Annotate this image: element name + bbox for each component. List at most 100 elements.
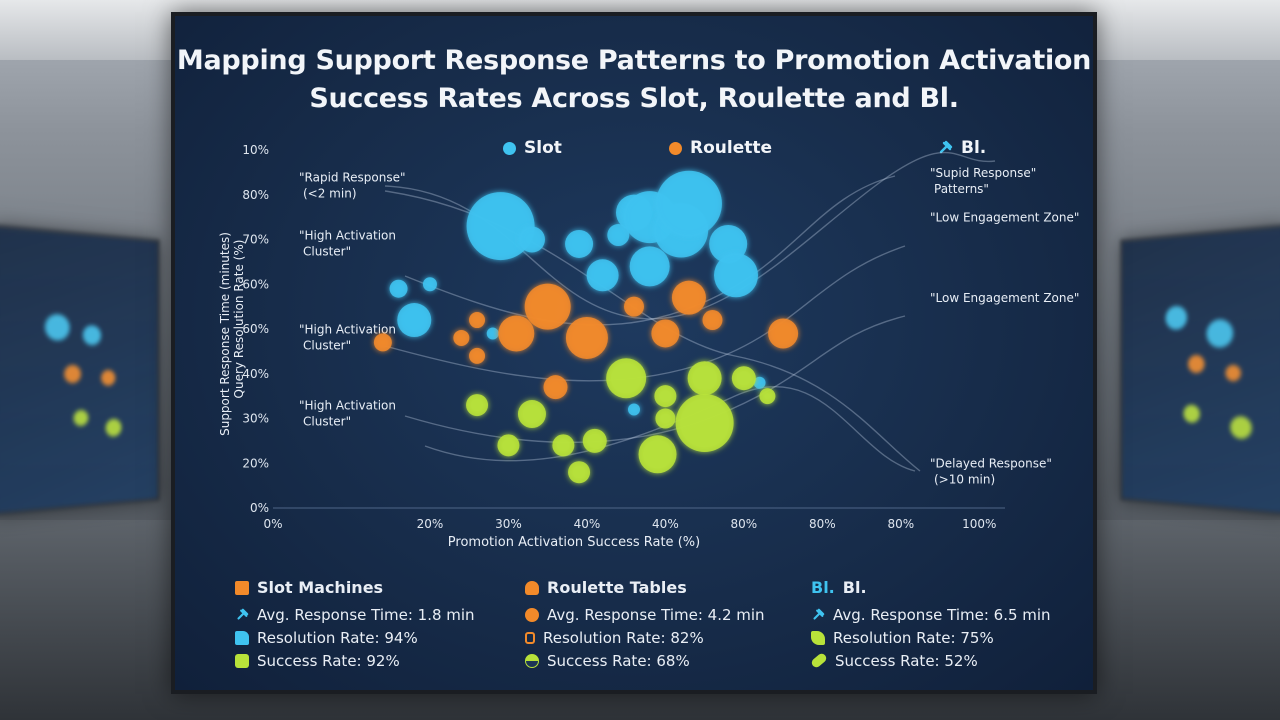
stats-text: Avg. Response Time: 4.2 min xyxy=(547,605,765,624)
data-point-roulette xyxy=(498,315,535,352)
stats-text: Avg. Response Time: 1.8 min xyxy=(257,605,475,624)
data-point-bl xyxy=(582,428,607,453)
dot-icon xyxy=(525,607,539,622)
stats-text: Resolution Rate: 75% xyxy=(833,628,994,647)
stats-bl: Bl. Bl. Avg. Response Time: 6.5 min Reso… xyxy=(809,578,1051,672)
left-display-title xyxy=(0,227,157,266)
chart-annotation: Cluster" xyxy=(303,415,351,429)
data-point-bl xyxy=(517,400,546,429)
x-tick-label: 80% xyxy=(731,517,758,531)
y-tick-label: 0% xyxy=(250,501,269,515)
pin-icon xyxy=(813,608,825,620)
y-tick-label: 80% xyxy=(242,188,269,202)
legend-item-roulette: Roulette xyxy=(669,138,772,158)
y-tick-label: 70% xyxy=(242,233,269,247)
chart-annotation: "High Activation xyxy=(299,399,396,413)
chart-annotation: Patterns" xyxy=(934,182,989,196)
data-point-roulette xyxy=(469,312,486,329)
legend-label: Slot xyxy=(524,138,562,158)
bl-icon: Bl. xyxy=(811,578,835,597)
chart-annotation: "High Activation xyxy=(299,229,396,243)
slot-dot-icon xyxy=(503,141,516,155)
data-point-roulette xyxy=(702,310,723,331)
slot-icon xyxy=(235,580,249,595)
stats-row: Resolution Rate: 82% xyxy=(525,626,765,649)
y-axis-label-secondary: Query Resolution Rate (%) xyxy=(232,240,246,399)
y-tick-label: 60% xyxy=(242,277,269,291)
capsule-icon xyxy=(809,651,829,670)
stats-row: Avg. Response Time: 4.2 min xyxy=(525,603,765,626)
chat-icon xyxy=(235,630,249,645)
stats-row: Resolution Rate: 75% xyxy=(811,626,1051,649)
data-point-slot xyxy=(565,229,594,258)
x-axis-label: Promotion Activation Success Rate (%) xyxy=(448,535,700,550)
stats-title: Bl. xyxy=(842,578,867,597)
data-point-bl xyxy=(655,408,676,429)
data-point-bl xyxy=(731,366,756,391)
flow-curve xyxy=(424,385,916,472)
blur-blob xyxy=(82,325,102,346)
stats-row: Resolution Rate: 94% xyxy=(235,626,475,649)
stats-row: Success Rate: 52% xyxy=(809,649,1051,672)
legend-item-bl: Bl. xyxy=(937,138,986,158)
data-point-bl xyxy=(687,361,722,396)
scatter-chart: 0%20%30%40%40%80%80%80%100%0%20%30%40%60… xyxy=(218,143,1079,550)
document-icon xyxy=(525,631,535,644)
stats-row: Avg. Response Time: 6.5 min xyxy=(811,603,1051,626)
stats-title: Roulette Tables xyxy=(547,578,687,597)
stats-header: Slot Machines xyxy=(235,578,475,597)
legend-label: Roulette xyxy=(690,138,773,158)
blur-blob xyxy=(1230,415,1252,440)
leaf-icon xyxy=(811,630,825,645)
x-tick-label: 20% xyxy=(417,517,444,531)
data-point-slot xyxy=(397,303,432,338)
blur-blob xyxy=(73,409,89,427)
left-side-display xyxy=(0,223,160,517)
data-point-roulette xyxy=(768,318,799,349)
data-point-roulette xyxy=(543,375,568,400)
half-circle-icon xyxy=(525,653,539,668)
pin-icon xyxy=(939,140,953,154)
data-point-bl xyxy=(606,358,647,399)
stats-header: Bl. Bl. xyxy=(811,578,1051,597)
data-point-bl xyxy=(466,394,489,417)
stats-header: Roulette Tables xyxy=(525,578,765,597)
data-point-slot xyxy=(486,327,499,340)
data-point-roulette xyxy=(624,296,644,317)
blur-blob xyxy=(101,370,116,386)
blur-blob xyxy=(64,364,81,384)
right-side-display xyxy=(1120,223,1280,517)
chart-annotation: "Rapid Response" xyxy=(299,170,405,184)
data-point-slot xyxy=(586,259,619,292)
chart-annotation: (>10 min) xyxy=(934,473,995,487)
data-point-slot xyxy=(422,277,437,292)
data-point-slot xyxy=(518,226,545,253)
data-point-bl xyxy=(638,435,677,474)
data-point-bl xyxy=(568,461,591,484)
data-point-slot xyxy=(628,403,640,416)
pin-icon xyxy=(237,608,249,620)
chart-annotation: (<2 min) xyxy=(303,186,357,200)
x-tick-label: 40% xyxy=(574,517,601,531)
y-tick-label: 30% xyxy=(242,412,269,426)
blur-blob xyxy=(1188,354,1205,374)
chart-annotation: "Delayed Response" xyxy=(930,457,1052,471)
roulette-dot-icon xyxy=(669,141,682,155)
blur-blob xyxy=(1183,404,1200,424)
chart-annotation: "High Activation xyxy=(299,322,396,336)
data-point-slot xyxy=(753,376,766,389)
data-point-roulette xyxy=(453,329,470,346)
data-point-slot xyxy=(389,279,408,298)
blur-blob xyxy=(1165,305,1188,330)
data-point-roulette xyxy=(651,319,680,348)
data-point-slot xyxy=(629,246,670,287)
stats-text: Avg. Response Time: 6.5 min xyxy=(833,605,1051,624)
stats-row: Success Rate: 92% xyxy=(235,649,475,672)
blur-blob xyxy=(44,313,70,341)
x-tick-label: 40% xyxy=(652,517,679,531)
x-tick-label: 80% xyxy=(887,517,914,531)
y-axis-label: Support Response Time (minutes) xyxy=(218,232,232,436)
blur-blob xyxy=(1225,364,1241,382)
legend-item-slot: Slot xyxy=(503,138,562,158)
stats-row: Avg. Response Time: 1.8 min xyxy=(235,603,475,626)
